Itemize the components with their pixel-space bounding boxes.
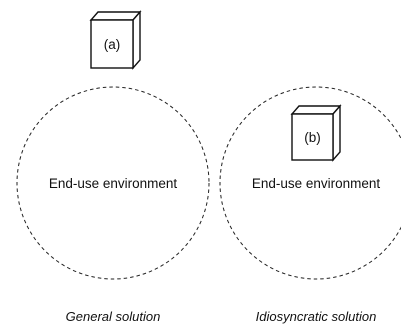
cube-b-label: (b) bbox=[304, 130, 321, 145]
cube-b-top-face bbox=[290, 105, 342, 115]
cube-a: (a) bbox=[89, 10, 142, 70]
cube-a-side-face bbox=[132, 10, 141, 70]
caption-idiosyncratic: Idiosyncratic solution bbox=[256, 309, 377, 324]
environment-circle-general bbox=[16, 86, 210, 280]
panel-general: End-use environment (a) General solution bbox=[16, 10, 210, 324]
cube-a-label: (a) bbox=[104, 37, 121, 52]
caption-general: General solution bbox=[66, 309, 161, 324]
cube-b-side-face bbox=[332, 104, 341, 162]
cube-b-front-face bbox=[291, 113, 334, 161]
cube-b: (b) bbox=[290, 104, 342, 162]
cube-a-top-face bbox=[89, 11, 142, 21]
environment-label-idiosyncratic: End-use environment bbox=[252, 176, 381, 191]
panel-idiosyncratic: End-use environment (b) Idiosyncratic so… bbox=[219, 86, 401, 324]
cube-a-front-face bbox=[90, 19, 134, 69]
environment-circle-idiosyncratic bbox=[219, 86, 401, 280]
environment-label-general: End-use environment bbox=[49, 176, 178, 191]
